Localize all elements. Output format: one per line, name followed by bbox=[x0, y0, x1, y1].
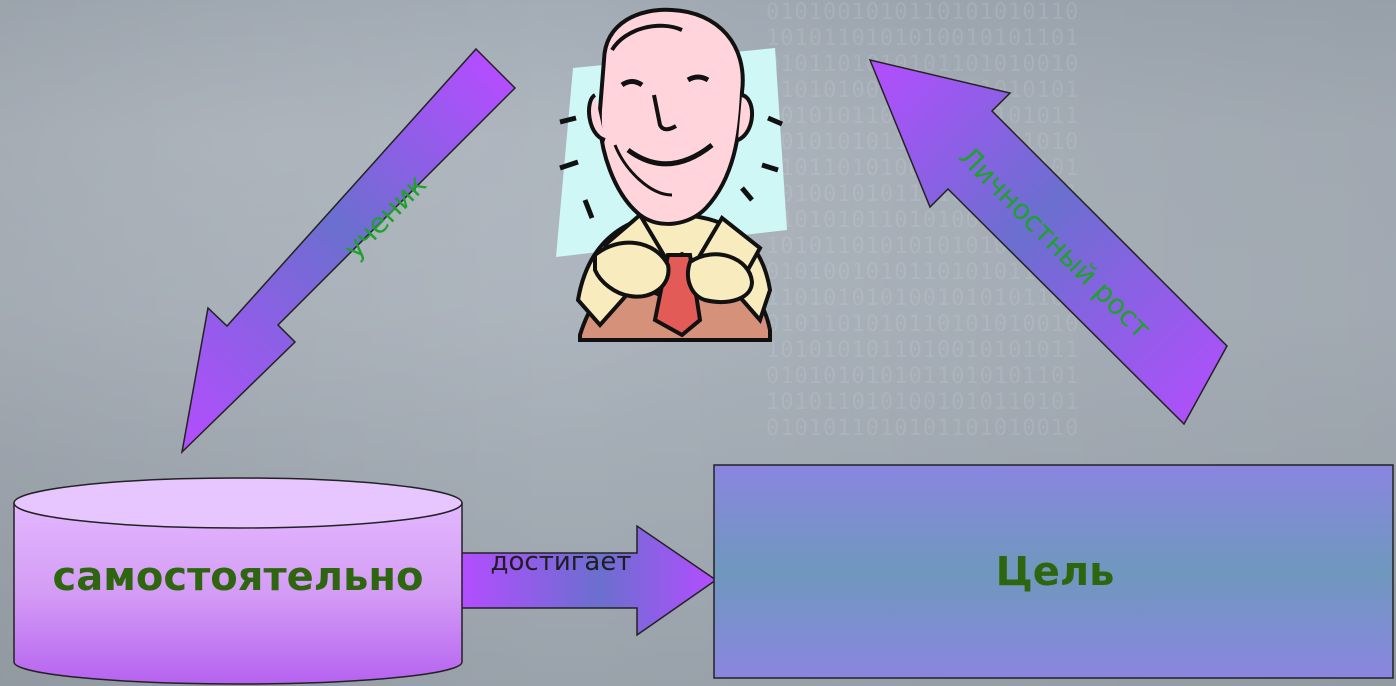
goal-box bbox=[713, 464, 1394, 679]
goal-label: Цель bbox=[995, 548, 1115, 595]
arrow-student bbox=[180, 47, 517, 455]
smiling-man-icon bbox=[556, 7, 787, 342]
arrow-achieves bbox=[459, 524, 718, 637]
cylinder-shape bbox=[13, 477, 463, 685]
independently-label: самостоятельно bbox=[52, 554, 424, 600]
arrow-personal-growth bbox=[868, 58, 1228, 426]
achieves-label: достигает bbox=[490, 547, 632, 577]
